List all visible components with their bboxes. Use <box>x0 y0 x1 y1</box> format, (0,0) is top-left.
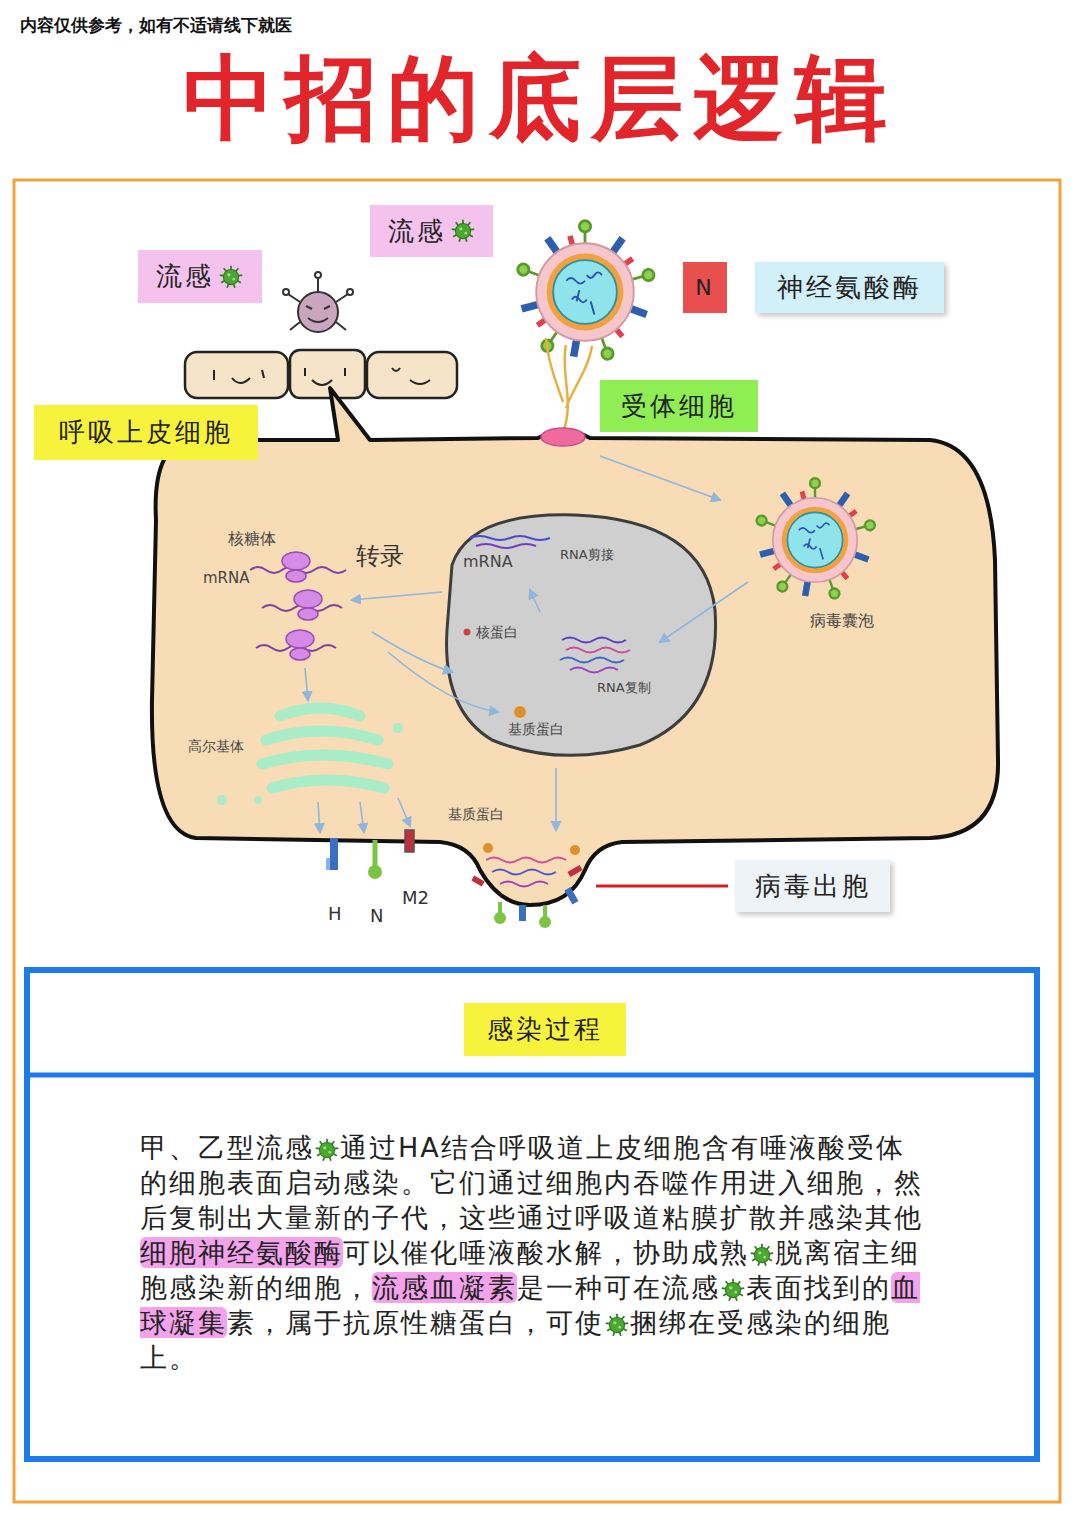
virus-icon <box>604 1312 630 1338</box>
ribosomes <box>250 552 346 660</box>
part-label: RNA剪接 <box>560 548 614 563</box>
part-label: 核糖体 <box>228 530 276 548</box>
box-label: 神经氨酸酶 <box>777 270 922 305</box>
receptor <box>541 428 585 446</box>
part-label: mRNA <box>203 570 250 587</box>
virus-icon <box>450 218 476 244</box>
text-run: 素，属于抗原性糖蛋白，可使 <box>227 1307 604 1338</box>
cell-tag: 呼吸上皮细胞 <box>34 405 258 460</box>
epithelial-cells <box>185 350 457 398</box>
golgi <box>262 708 388 788</box>
box-label: 呼吸上皮细胞 <box>59 415 233 450</box>
process-tag: 病毒出胞 <box>735 860 890 912</box>
budding-leader-line <box>596 885 728 888</box>
panel-heading: 感染过程 <box>464 1003 626 1056</box>
virus-icon <box>720 1277 746 1303</box>
virus-icon <box>749 1242 775 1268</box>
outer-frame <box>14 180 1060 1502</box>
enzyme-tag: 神经氨酸酶 <box>755 262 944 313</box>
box-label: N <box>695 275 714 300</box>
part-label: 高尔基体 <box>188 738 244 754</box>
panel-divider <box>27 1073 1037 1078</box>
text-run: 可以催化唾液酸水解，协助成熟 <box>343 1237 749 1268</box>
part-label: 转录 <box>356 543 404 571</box>
highlighted-text: 流感血凝素 <box>372 1272 517 1303</box>
part-label: M2 <box>402 888 429 909</box>
text-panel: 甲、乙型流感通过HA结合呼吸道上皮细胞含有唾液酸受体的细胞表面启动感染。它们通过… <box>24 967 1040 1462</box>
text-run: 甲、乙型流感 <box>140 1132 314 1163</box>
part-label: 核蛋白 <box>476 624 518 640</box>
influenza-virus <box>516 221 655 361</box>
part-label: H <box>328 904 342 925</box>
process-arrows <box>305 456 748 832</box>
text-run: 表面找到的 <box>746 1272 891 1303</box>
virus-vesicle <box>755 478 876 599</box>
body-text: 甲、乙型流感通过HA结合呼吸道上皮细胞含有唾液酸受体的细胞表面启动感染。它们通过… <box>140 1130 932 1375</box>
small-virus <box>283 272 353 332</box>
golgi-vesicles <box>217 723 403 805</box>
part-label: 基质蛋白 <box>508 721 564 737</box>
disclaimer-note: 内容仅供参考，如有不适请线下就医 <box>20 16 292 36</box>
protein-tag: N <box>683 262 727 313</box>
page-title: 中招的底层逻辑 <box>0 44 1079 154</box>
box-label: 感染过程 <box>487 1012 603 1047</box>
part-label: mRNA <box>463 553 513 571</box>
part-label: 基质蛋白 <box>448 806 504 822</box>
host-cell <box>152 388 998 905</box>
box-label: 流感 <box>156 259 214 294</box>
budding-virus <box>471 843 582 928</box>
virus-tag: 流感 <box>138 250 262 303</box>
virus-tag: 流感 <box>370 205 493 257</box>
virus-icon <box>218 264 244 290</box>
box-label: 受体细胞 <box>621 389 737 424</box>
box-label: 流感 <box>388 214 446 249</box>
part-label: RNA复制 <box>597 681 651 696</box>
receptor-binding-lines <box>546 338 592 432</box>
box-label: 病毒出胞 <box>755 869 871 904</box>
text-run: 是一种可在流感 <box>517 1272 720 1303</box>
highlighted-text: 细胞神经氨酸酶 <box>140 1237 343 1268</box>
membrane-proteins <box>326 830 414 879</box>
part-label: N <box>370 906 383 927</box>
part-label: 病毒囊泡 <box>810 612 874 630</box>
virus-icon <box>314 1137 340 1163</box>
nucleus <box>447 515 716 756</box>
cell-tag: 受体细胞 <box>600 380 758 432</box>
